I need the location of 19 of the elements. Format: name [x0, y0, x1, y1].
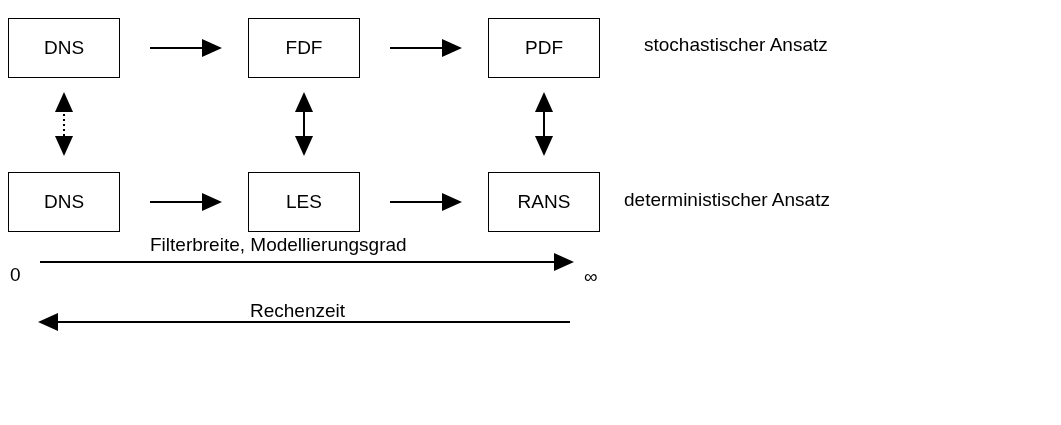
arrow — [535, 92, 553, 156]
arrow — [149, 193, 222, 211]
approach-label: stochastischer Ansatz — [644, 34, 828, 56]
arrow — [389, 193, 462, 211]
axis-label: Rechenzeit — [250, 300, 346, 322]
axis-label: ∞ — [584, 266, 598, 288]
process-box: LES — [248, 172, 360, 232]
process-box: RANS — [488, 172, 600, 232]
axis-label: Filterbreite, Modellierungsgrad — [150, 234, 407, 256]
arrow — [295, 92, 313, 156]
process-box: PDF — [488, 18, 600, 78]
arrow — [389, 39, 462, 57]
arrow — [149, 39, 222, 57]
process-box: DNS — [8, 172, 120, 232]
process-box: FDF — [248, 18, 360, 78]
axis-label: 0 — [10, 264, 21, 286]
process-box: DNS — [8, 18, 120, 78]
arrow — [55, 92, 73, 156]
approach-label: deterministischer Ansatz — [624, 189, 830, 211]
